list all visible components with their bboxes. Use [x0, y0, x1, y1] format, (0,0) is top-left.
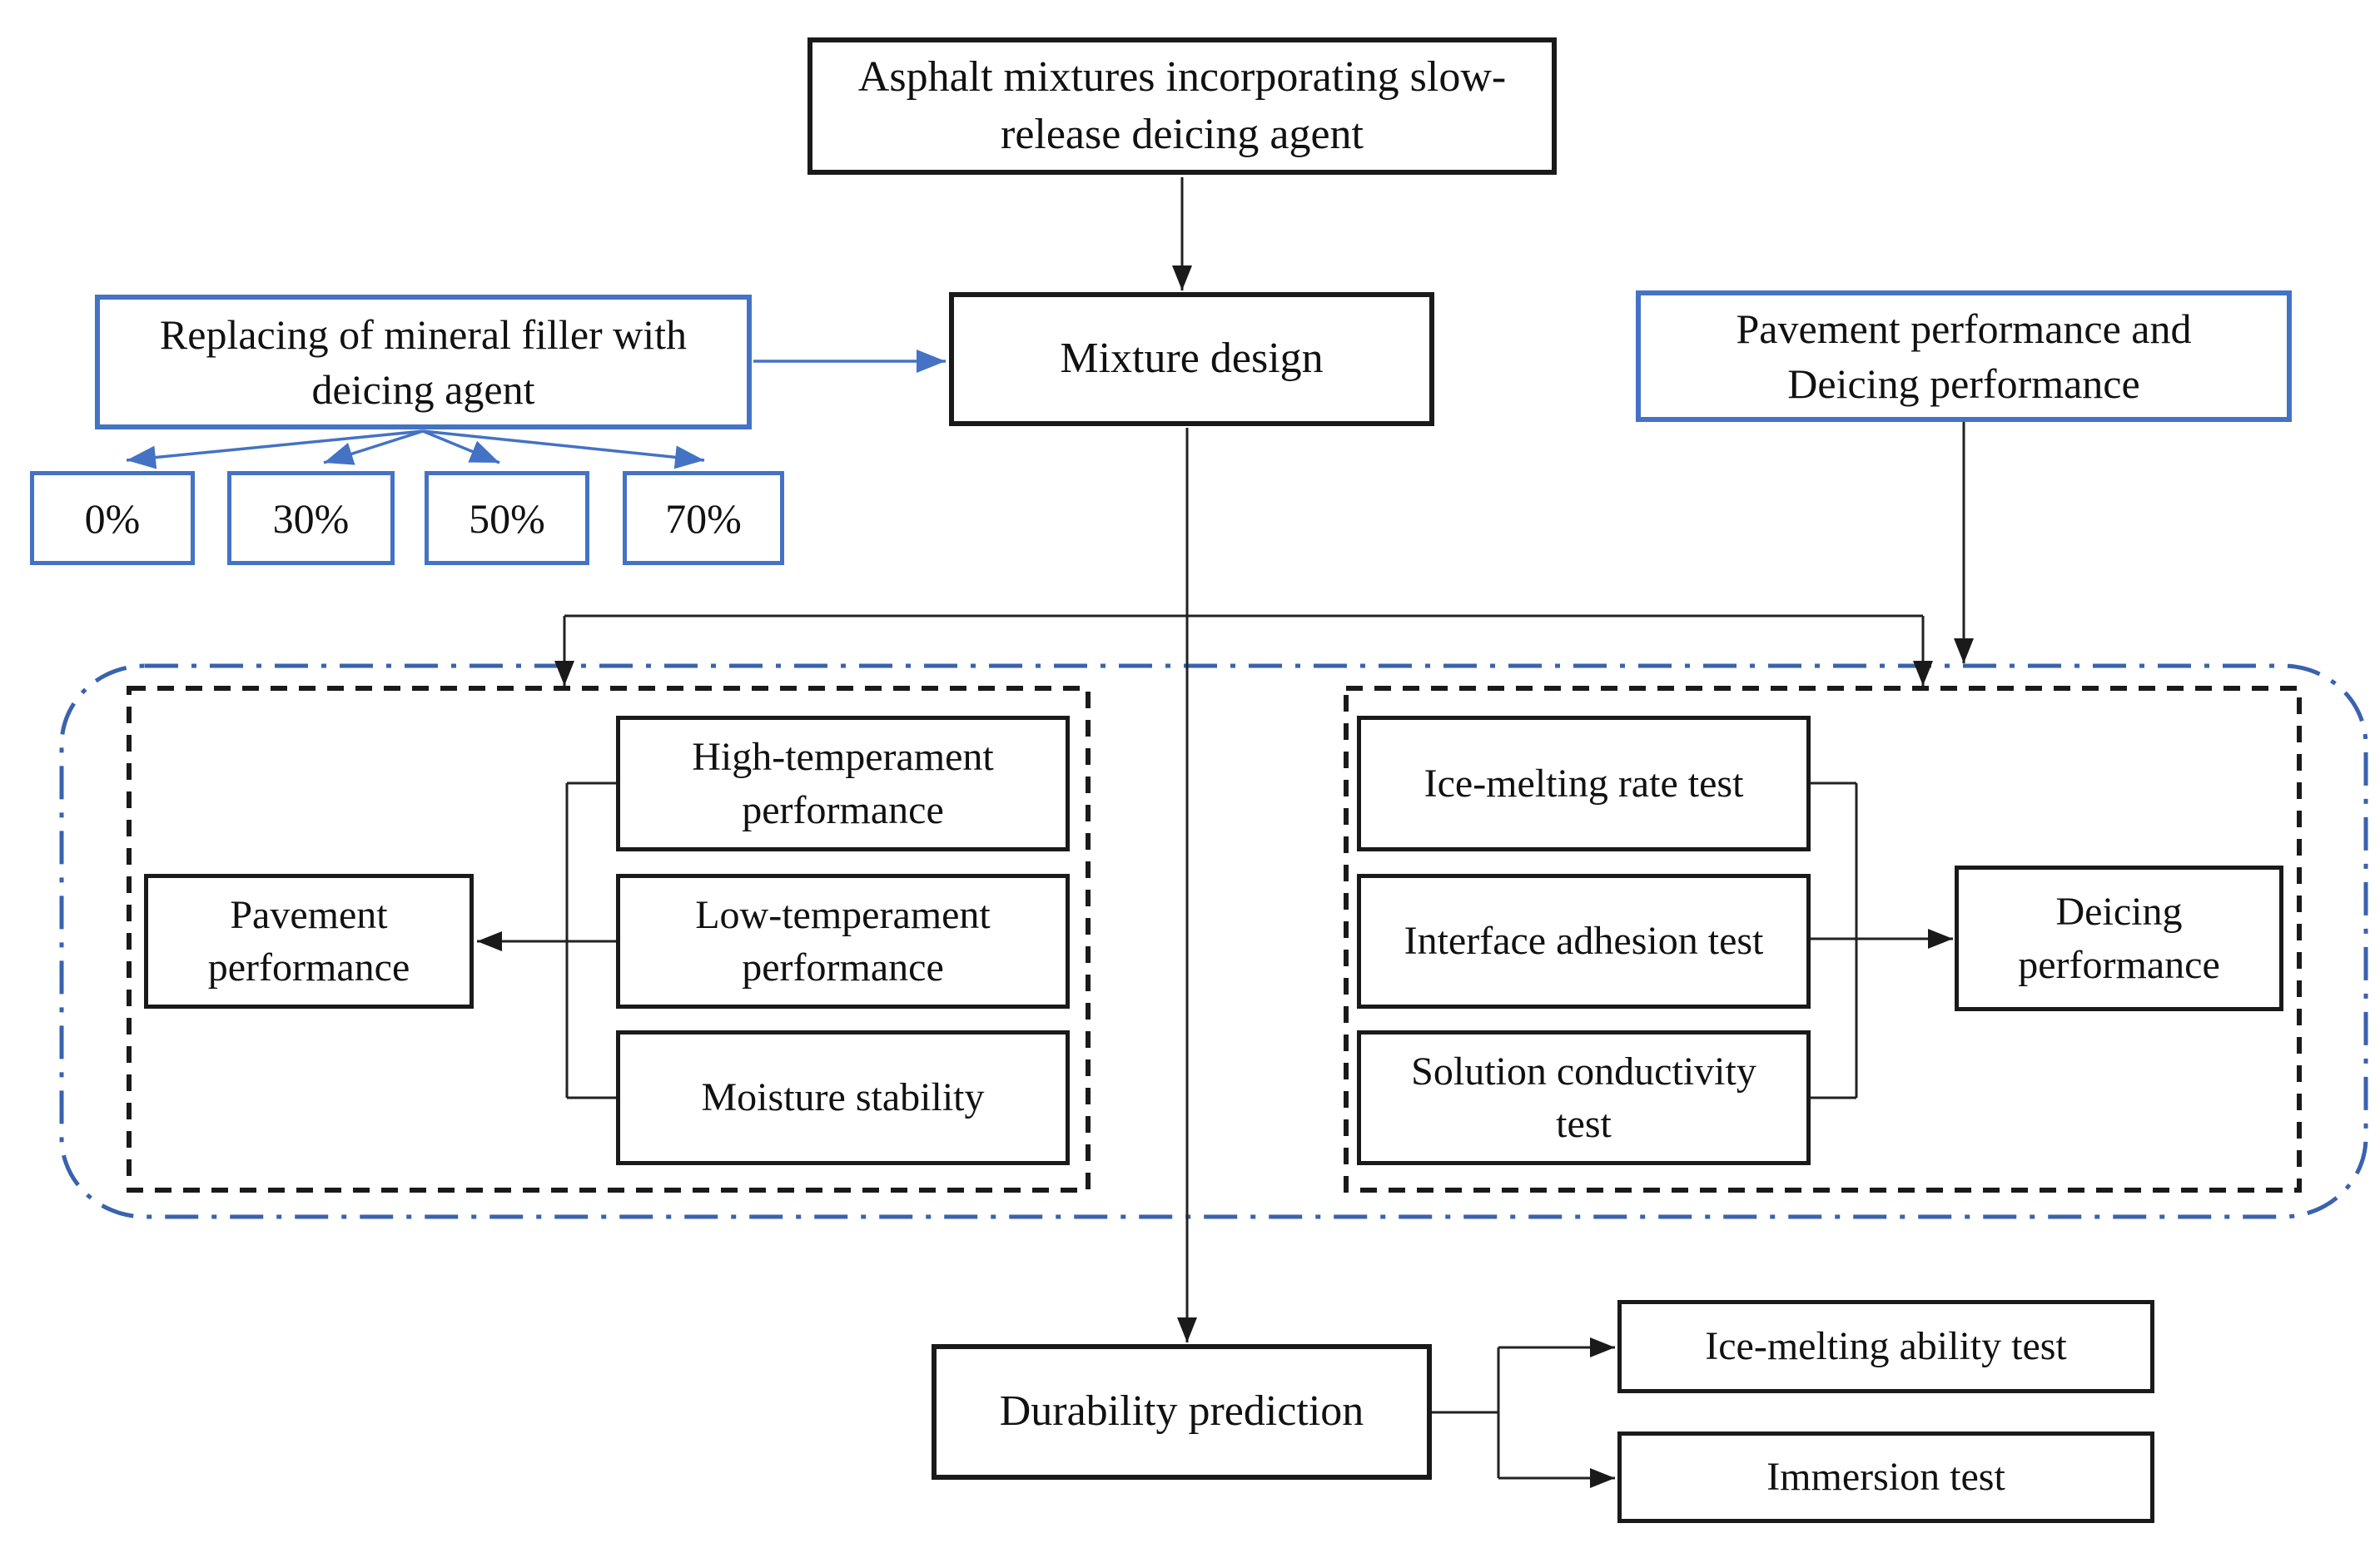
node-mixture-design: Mixture design — [949, 292, 1434, 426]
dashdot-container — [59, 663, 2368, 1219]
node-percent-0: 0% — [30, 471, 195, 565]
pavement-group-dashed-box — [127, 686, 1091, 1193]
node-ice-melting-rate-test: Ice-melting rate test — [1357, 716, 1811, 851]
node-moisture-stability: Moisture stability — [616, 1030, 1070, 1165]
node-interface-adhesion-test: Interface adhesion test — [1357, 874, 1811, 1009]
node-solution-conductivity-test: Solution conductivity test — [1357, 1030, 1811, 1165]
node-performance-overview: Pavement performance and Deicing perform… — [1636, 290, 2292, 422]
node-root: Asphalt mixtures incorporating slow-rele… — [807, 37, 1557, 175]
node-replacing: Replacing of mineral filler with deicing… — [95, 295, 752, 429]
node-pavement-performance: Pavement performance — [144, 874, 474, 1009]
arrow-fan-50 — [422, 429, 500, 464]
node-percent-30: 30% — [227, 471, 395, 565]
node-deicing-performance: Deicing performance — [1955, 866, 2283, 1011]
arrow-fan-0 — [126, 429, 424, 469]
arrow-fan-70 — [422, 429, 705, 469]
black-connectors — [477, 177, 1974, 1488]
node-percent-70: 70% — [623, 471, 784, 565]
blue-connectors — [126, 350, 946, 469]
arrow-fan-30 — [323, 429, 424, 465]
node-percent-50: 50% — [425, 471, 589, 565]
deicing-group-dashed-box — [1344, 686, 2302, 1193]
node-high-temperament: High-temperament performance — [616, 716, 1070, 851]
node-low-temperament: Low-temperament performance — [616, 874, 1070, 1009]
node-ice-melting-ability-test: Ice-melting ability test — [1617, 1300, 2154, 1393]
node-durability-prediction: Durability prediction — [932, 1344, 1432, 1480]
node-immersion-test: Immersion test — [1617, 1431, 2154, 1523]
